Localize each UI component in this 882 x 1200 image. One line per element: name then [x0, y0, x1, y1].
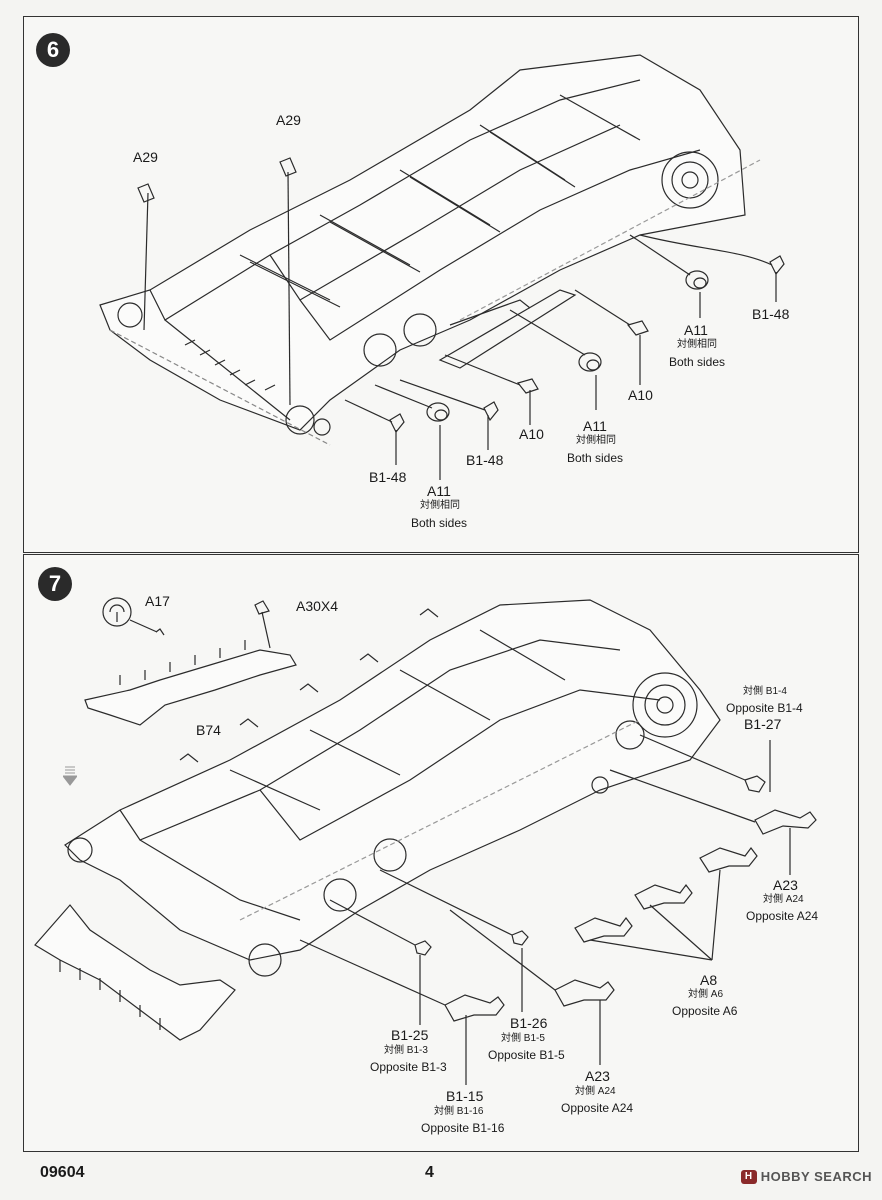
label-b1-25: B1-25 [391, 1027, 429, 1043]
label-a11-left: A11 [427, 483, 451, 499]
label-b1-26: B1-26 [510, 1015, 548, 1031]
brand-name: HOBBY SEARCH [760, 1169, 872, 1184]
label-a23-right-cn: 対側 A24 [763, 894, 804, 905]
label-b1-25-cn: 対側 B1-3 [384, 1045, 428, 1056]
label-b1-25-en: Opposite B1-3 [370, 1060, 447, 1074]
label-a11-left-en: Both sides [411, 516, 468, 530]
label-b74: B74 [196, 722, 221, 738]
label-a11-mid-cn: 対側相同 [576, 435, 616, 446]
label-a17: A17 [145, 593, 170, 609]
label-b1-26-en: Opposite B1-5 [488, 1048, 565, 1062]
label-a29-left: A29 [133, 149, 158, 165]
label-a23-bottom: A23 [585, 1068, 610, 1084]
label-a23-bottom-cn: 対側 A24 [575, 1086, 616, 1097]
label-b1-26-cn: 対側 B1-5 [501, 1033, 545, 1044]
label-a8-cn: 対側 A6 [688, 989, 724, 1000]
label-a30x4: A30X4 [296, 598, 339, 614]
watermark-brand: H HOBBY SEARCH [740, 1169, 872, 1184]
label-b1-48-mid: B1-48 [466, 452, 504, 468]
step-6-badge: 6 [36, 33, 70, 67]
label-a11-right-cn: 対側相同 [677, 339, 717, 350]
label-a29-right: A29 [276, 112, 301, 128]
label-b1-15-en: Opposite B1-16 [421, 1121, 505, 1135]
label-b1-27: B1-27 [744, 716, 782, 732]
label-a23-right: A23 [773, 877, 798, 893]
label-b1-4-cn: 対側 B1-4 [743, 686, 787, 697]
model-code: 09604 [40, 1164, 85, 1181]
label-a23-bottom-en: Opposite A24 [561, 1101, 634, 1115]
label-a8-en: Opposite A6 [672, 1004, 738, 1018]
label-a11-left-cn: 対側相同 [420, 500, 460, 511]
label-b1-4-en: Opposite B1-4 [726, 701, 803, 715]
label-a11-right: A11 [684, 322, 708, 338]
label-b1-48-right: B1-48 [752, 306, 790, 322]
label-a23-right-en: Opposite A24 [746, 909, 819, 923]
label-a8: A8 [700, 972, 718, 988]
label-b1-48-left: B1-48 [369, 469, 407, 485]
arrow-down-icon [63, 766, 77, 786]
step-7-badge: 7 [38, 567, 72, 601]
label-a11-mid-en: Both sides [567, 451, 624, 465]
brand-logo-icon: H [740, 1169, 757, 1184]
label-a10-right: A10 [628, 387, 653, 403]
page-number: 4 [425, 1164, 434, 1181]
label-a11-right-en: Both sides [669, 355, 726, 369]
label-b1-15-cn: 対側 B1-16 [434, 1106, 484, 1117]
label-b1-15: B1-15 [446, 1088, 484, 1104]
label-a10-mid: A10 [519, 426, 544, 442]
label-a11-mid: A11 [583, 418, 607, 434]
